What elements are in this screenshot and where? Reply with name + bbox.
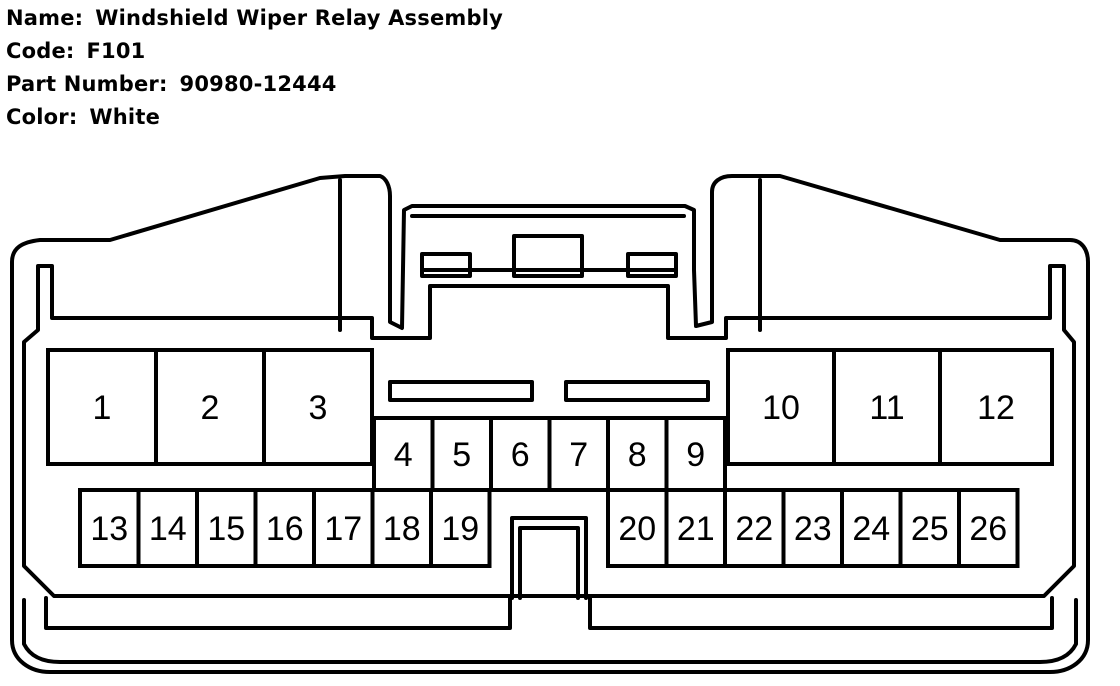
connector-housing (10, 174, 1090, 674)
pin-cavity-26 (957, 488, 1020, 568)
pin-label-9: 9 (686, 436, 705, 474)
pin-cavity-17 (312, 488, 375, 568)
part-number-row: Part Number: 90980-12444 (6, 68, 503, 101)
pin-cavity-18 (370, 488, 433, 568)
connector-info: Name: Windshield Wiper Relay Assembly Cod… (6, 2, 503, 134)
inner-cavity-outline (22, 264, 1076, 598)
pin-label-11: 11 (869, 389, 904, 427)
name-row: Name: Windshield Wiper Relay Assembly (6, 2, 503, 35)
pin-label-7: 7 (569, 436, 588, 474)
pin-label-12: 12 (977, 389, 1015, 427)
pin-label-6: 6 (511, 436, 530, 474)
pin-label-17: 17 (324, 510, 362, 548)
pin-label-26: 26 (969, 510, 1007, 548)
lower-rail (44, 596, 512, 630)
pin-label-1: 1 (93, 389, 112, 427)
pin-cavity-16 (253, 488, 316, 568)
pin-label-22: 22 (735, 510, 773, 548)
pin-label-19: 19 (441, 510, 479, 548)
pin-label-25: 25 (911, 510, 949, 548)
pin-label-14: 14 (149, 510, 187, 548)
pin-label-10: 10 (762, 389, 800, 427)
key-slot-right (564, 380, 710, 402)
pin-label-2: 2 (201, 389, 220, 427)
color-value: White (89, 105, 161, 129)
center-keyway-inner (518, 526, 580, 600)
latch-right-tab (626, 252, 678, 278)
key-slot-left (388, 380, 534, 402)
latch-center-tab (512, 234, 584, 278)
pin-label-5: 5 (452, 436, 471, 474)
name-value: Windshield Wiper Relay Assembly (95, 6, 503, 30)
pin-label-15: 15 (207, 510, 245, 548)
pin-cavity-1 (46, 348, 158, 466)
pin-cavity-12 (938, 348, 1054, 466)
pin-cavity-13 (78, 488, 141, 568)
color-label: Color: (6, 105, 78, 129)
code-row: Code: F101 (6, 35, 503, 68)
pin-label-24: 24 (852, 510, 890, 548)
part-number-label: Part Number: (6, 72, 168, 96)
part-number-value: 90980-12444 (179, 72, 337, 96)
pin-label-20: 20 (618, 510, 656, 548)
latch-left-tab (420, 252, 472, 278)
pin-cavity-3 (262, 348, 374, 466)
color-row: Color: White (6, 101, 503, 134)
housing-outline (10, 174, 1090, 674)
pin-cavity-20 (606, 488, 669, 568)
pin-label-3: 3 (309, 389, 328, 427)
pin-label-21: 21 (677, 510, 715, 548)
pin-cavity-19 (429, 488, 492, 568)
pin-label-8: 8 (628, 436, 647, 474)
pin-cavity-15 (195, 488, 258, 568)
pin-label-18: 18 (383, 510, 421, 548)
pin-label-16: 16 (266, 510, 304, 548)
pin-cavity-24 (840, 488, 903, 568)
pin-cavity-2 (154, 348, 266, 466)
pin-cavity-9 (664, 416, 727, 492)
code-value: F101 (86, 39, 146, 63)
lower-rail-right (588, 596, 1054, 630)
pin-label-23: 23 (794, 510, 832, 548)
pin-cavity-25 (898, 488, 961, 568)
bottom-edge (22, 598, 1078, 664)
pin-cavity-6 (489, 416, 552, 492)
pin-cavity-22 (723, 488, 786, 568)
code-label: Code: (6, 39, 75, 63)
center-keyway (510, 516, 588, 600)
name-label: Name: (6, 6, 84, 30)
pin-label-4: 4 (394, 436, 413, 474)
pin-label-13: 13 (90, 510, 128, 548)
